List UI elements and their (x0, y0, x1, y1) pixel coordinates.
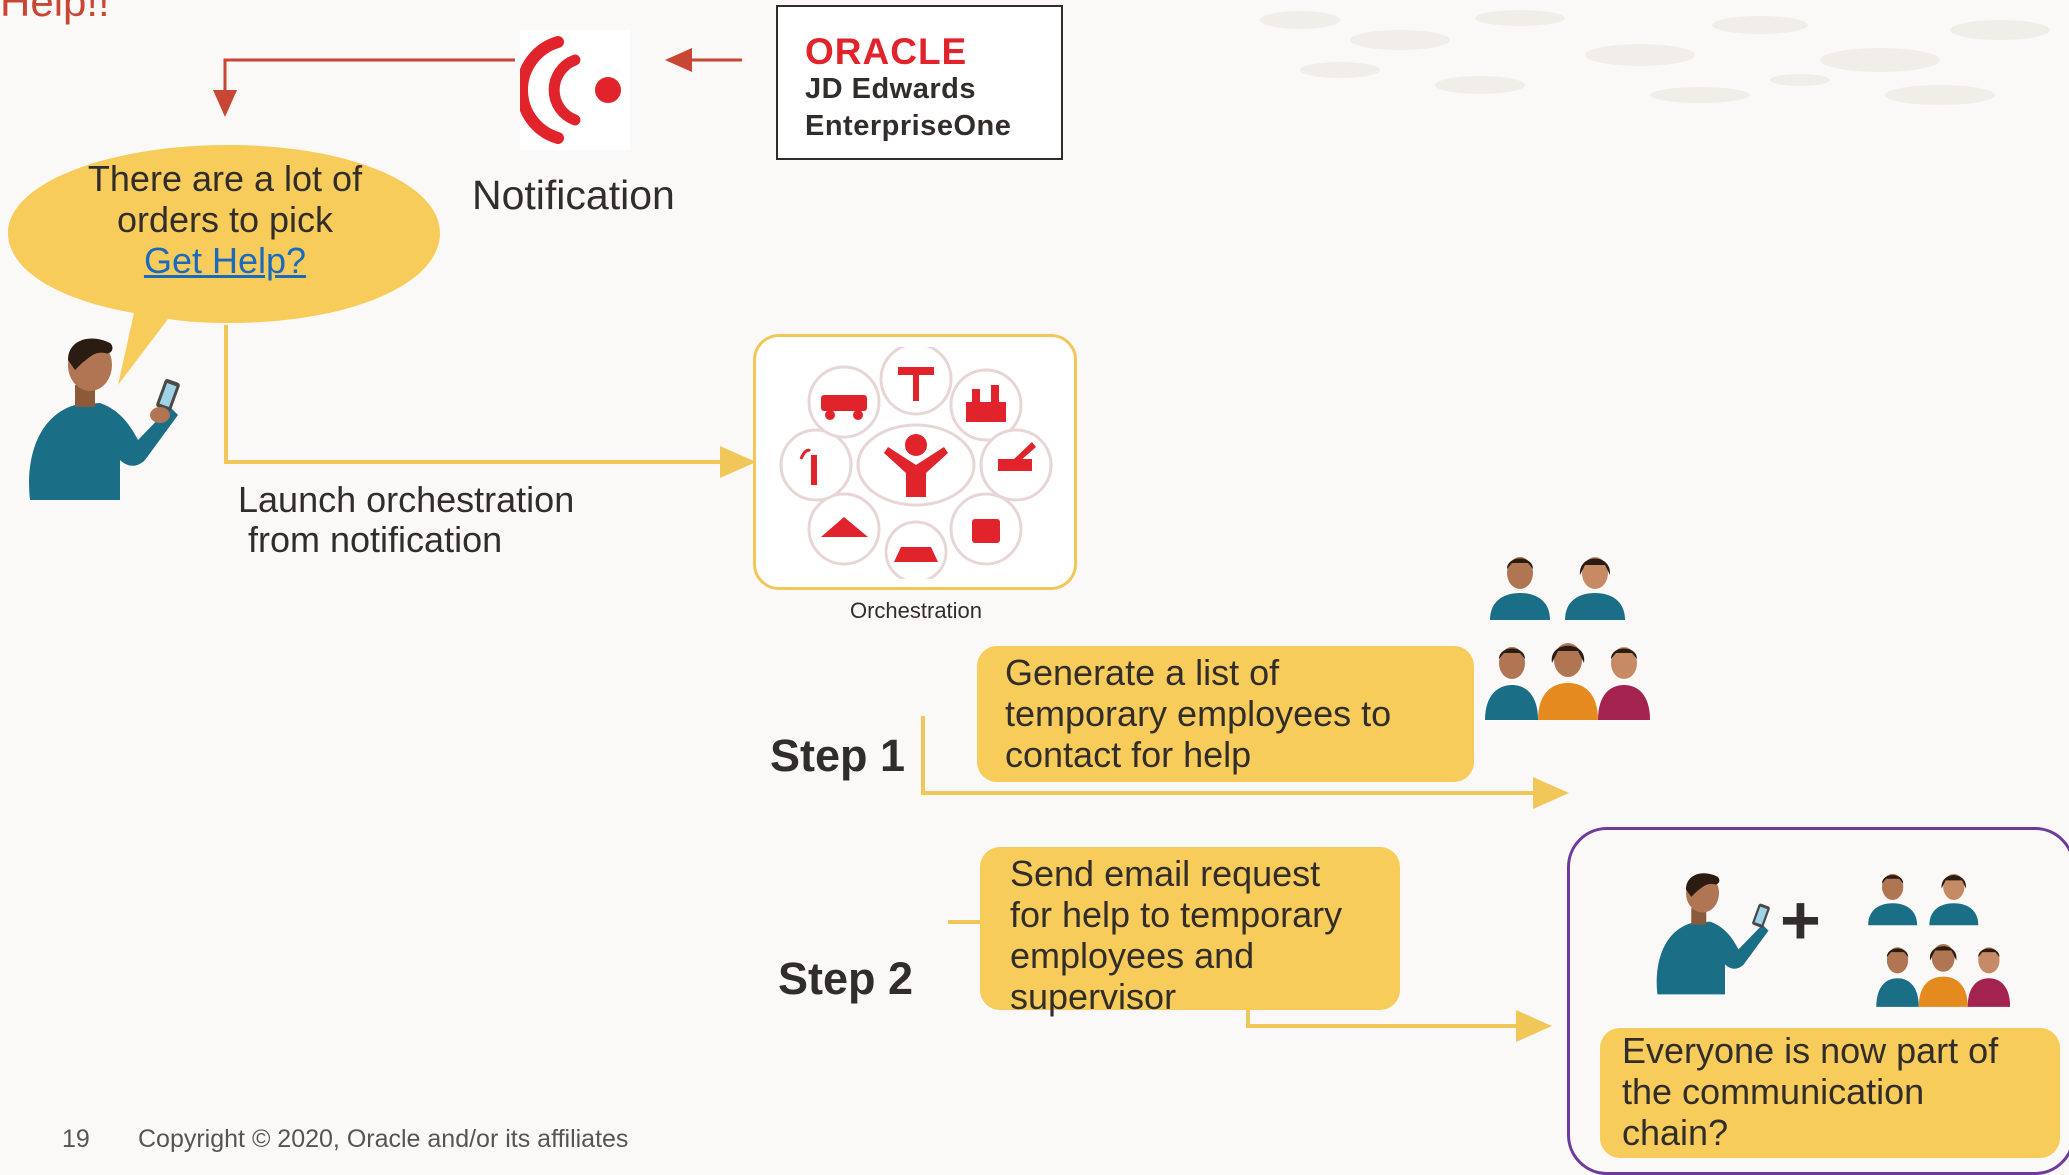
speech-bubble-text: There are a lot of orders to pick Get He… (30, 158, 420, 281)
notification-arrows (213, 48, 742, 117)
orchestration-caption: Orchestration (849, 598, 983, 623)
oracle-jde-logo-box: ORACLE JD Edwards EnterpriseOne (776, 5, 1063, 160)
copyright-notice: Copyright © 2020, Oracle and/or its affi… (138, 1125, 629, 1153)
page-title: Help!! (0, 0, 110, 25)
team-group-icon (1868, 873, 2011, 1007)
oracle-product-line2: EnterpriseOne (805, 110, 1012, 142)
communication-chain-box: + Everyone is now part of the communicat… (1567, 827, 2069, 1175)
step1-connector (921, 716, 1569, 809)
launch-orchestration-label: Launch orchestration from notification (238, 479, 575, 560)
orchestration-box (753, 334, 1077, 590)
bubble-line2: orders to pick (116, 199, 334, 240)
person-with-phone-icon (1656, 873, 1770, 995)
step1-box: Generate a list of temporary employees t… (977, 646, 1474, 782)
step2-connector (948, 920, 1552, 1042)
step2-box: Send email request for help to temporary… (980, 847, 1400, 1017)
temporary-employees-group-icon (1485, 557, 1650, 720)
decorative-texture (1260, 10, 2050, 105)
bubble-line1: There are a lot of (87, 158, 363, 199)
get-help-link[interactable]: Get Help? (143, 240, 307, 281)
oracle-product-line1: JD Edwards (805, 73, 976, 105)
person-with-phone-icon (29, 338, 180, 500)
notification-label: Notification (472, 172, 675, 218)
wireless-signal-icon (520, 30, 630, 150)
launch-connector (224, 325, 756, 478)
result-text: Everyone is now part of the communicatio… (1600, 1028, 2060, 1158)
svg-text:ORACLE: ORACLE (805, 33, 967, 69)
plus-sign: + (1780, 881, 1821, 959)
page-number: 19 (62, 1125, 90, 1153)
step1-label: Step 1 (770, 730, 906, 781)
oracle-logo: ORACLE (805, 33, 967, 69)
step2-label: Step 2 (778, 953, 914, 1004)
speech-bubble (8, 145, 440, 385)
orchestration-hub-icon (779, 347, 1053, 579)
